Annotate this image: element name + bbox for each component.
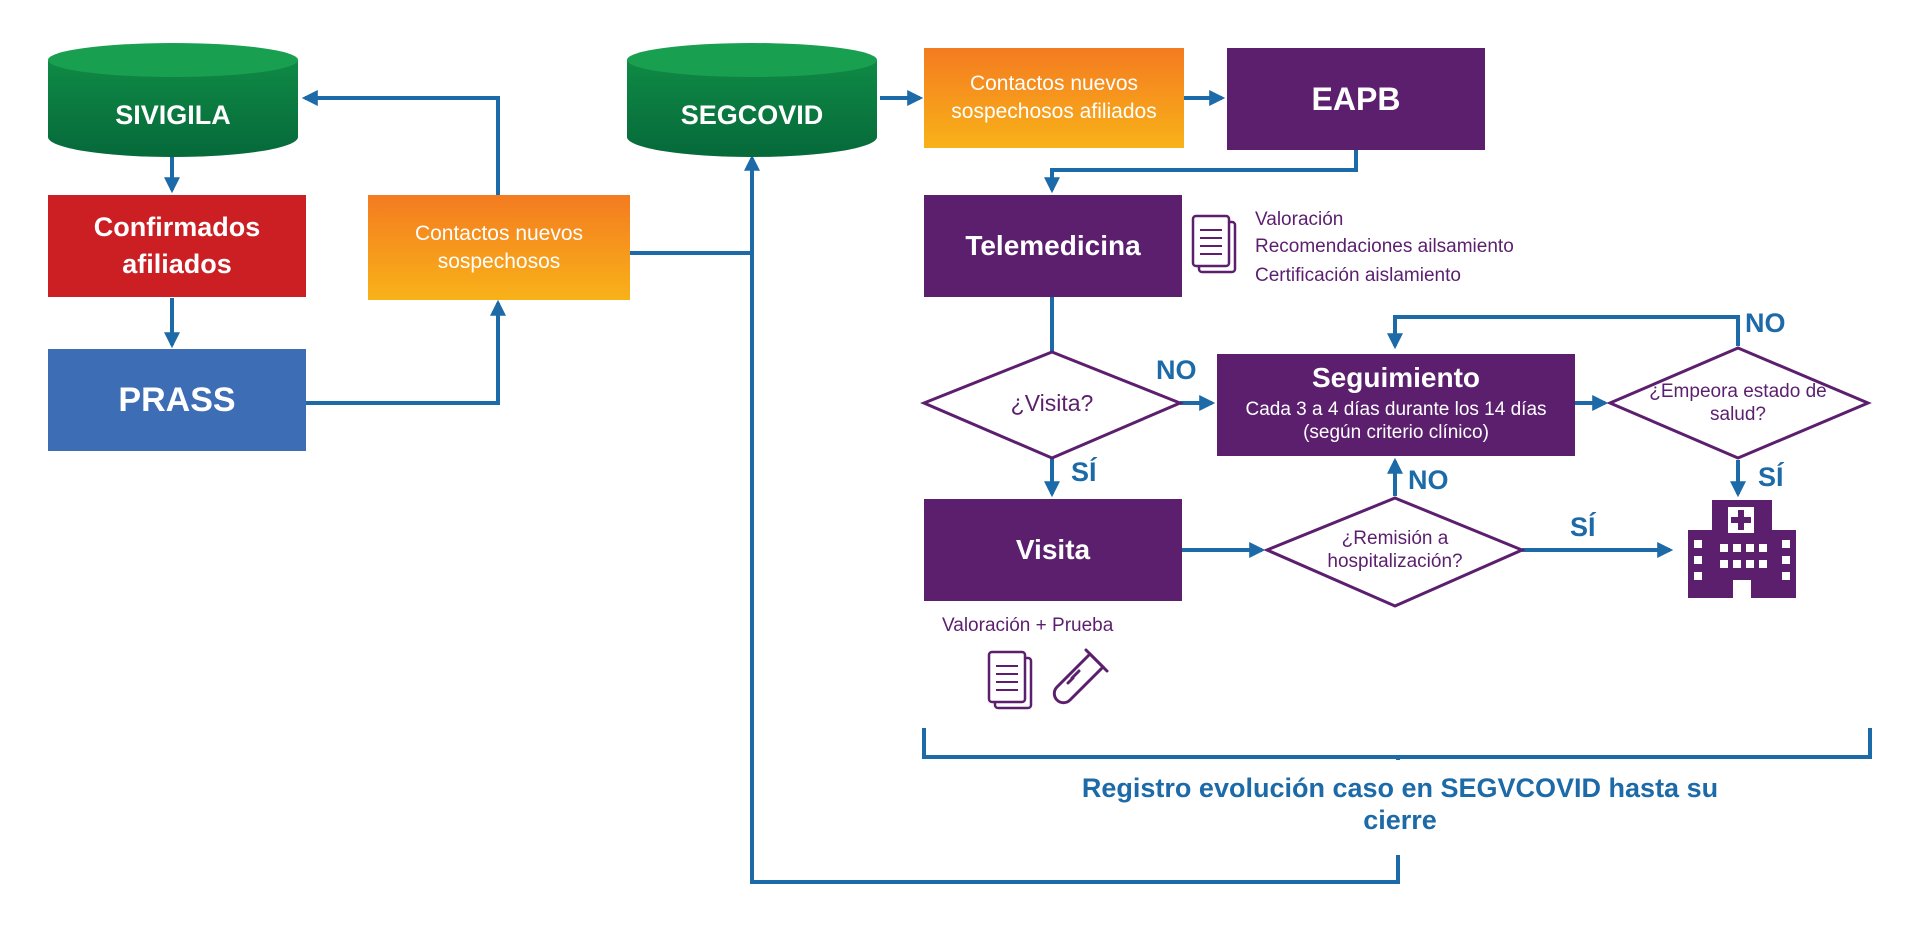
arrow-prass-contactos	[306, 299, 506, 405]
arrow-empeora-seguimiento	[1387, 315, 1740, 350]
seguimiento-title: Seguimiento	[1311, 362, 1480, 393]
contactos1-label: Contactos nuevos sospechosos	[414, 221, 584, 273]
confirmados-label: Confirmados afiliados	[93, 212, 261, 279]
telemedicina-label: Telemedicina	[965, 230, 1141, 261]
prass-box	[48, 349, 306, 451]
empeora-diamond	[1606, 346, 1872, 460]
visita-label: Visita	[1015, 534, 1091, 565]
visita-question: ¿Visita?	[1010, 389, 1094, 416]
confirmados-box	[48, 195, 306, 297]
sivigila-label: SIVIGILA	[115, 99, 231, 130]
visita-note: Valoración + Prueba	[942, 615, 1114, 636]
answer-visita-si: SÍ	[1071, 457, 1097, 487]
tele-item-2: Recomendaciones ailsamiento	[1255, 236, 1514, 257]
arrow-registro-segcovid	[744, 154, 1400, 884]
eapb-box	[1227, 48, 1485, 150]
arrow-eapb-telemedicina	[1044, 150, 1358, 194]
answer-empeora-no: NO	[1745, 308, 1786, 338]
remision-question: ¿Remisión a hospitalización?	[1327, 528, 1463, 572]
document-icon	[1191, 214, 1237, 274]
seguimiento-box	[1217, 354, 1575, 456]
sivigila-cylinder	[48, 43, 298, 157]
answer-empeora-si: SÍ	[1758, 462, 1784, 492]
arrow-contactos-sivigila	[301, 90, 500, 195]
answer-remision-no: NO	[1408, 465, 1449, 495]
remision-diamond	[1263, 496, 1526, 608]
telemedicina-box	[924, 195, 1182, 297]
tele-item-3: Certificación aislamiento	[1255, 265, 1461, 286]
visita-box	[924, 499, 1182, 601]
eapb-label: EAPB	[1311, 80, 1401, 117]
answer-visita-no: NO	[1156, 355, 1197, 385]
registro-bracket	[922, 728, 1872, 759]
document-icon	[987, 650, 1033, 710]
hospital-icon	[1688, 500, 1796, 598]
visita-diamond	[920, 350, 1184, 460]
connectors	[164, 90, 1872, 884]
answer-remision-si: SÍ	[1570, 512, 1596, 542]
contactos2-label: Contactos nuevos sospechosos afiliados	[951, 72, 1157, 123]
prass-label: PRASS	[118, 380, 236, 419]
contactos2-box	[924, 48, 1184, 148]
test-tube-icon	[1052, 648, 1109, 705]
segcovid-cylinder	[627, 43, 877, 157]
registro-label: Registro evolución caso en SEGVCOVID has…	[1081, 773, 1719, 835]
empeora-question: ¿Empeora estado de salud?	[1649, 381, 1827, 425]
segcovid-label: SEGCOVID	[680, 99, 824, 130]
seguimiento-sub: Cada 3 a 4 días durante los 14 días (seg…	[1245, 399, 1547, 443]
tele-item-1: Valoración	[1255, 209, 1344, 230]
contactos1-box	[368, 195, 630, 300]
